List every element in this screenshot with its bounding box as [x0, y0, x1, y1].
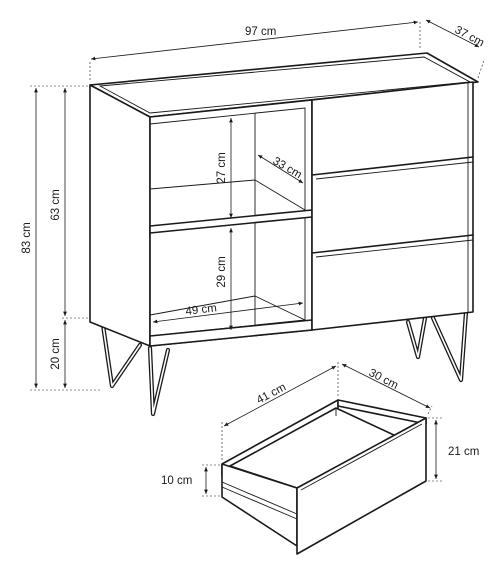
- dim-total-height: 83 cm: [21, 85, 100, 391]
- label-total-height: 83 cm: [21, 222, 33, 253]
- label-drawer-box-height: 10 cm: [161, 475, 192, 487]
- label-cabinet-depth: 37 cm: [453, 24, 486, 49]
- label-drawer-front-height: 21 cm: [448, 446, 479, 458]
- label-drawer-depth: 30 cm: [367, 367, 400, 392]
- cabinet-left-side: [89, 84, 151, 347]
- label-body-height: 63 cm: [50, 189, 62, 220]
- label-cabinet-width: 97 cm: [245, 26, 276, 38]
- dim-drawer-box-height: 10 cm: [161, 464, 220, 497]
- label-leg-height: 20 cm: [50, 338, 62, 369]
- label-drawer-width: 41 cm: [255, 381, 288, 406]
- dim-drawer-front-height: 21 cm: [428, 417, 479, 482]
- cabinet-legs: [100, 309, 469, 417]
- drawer-divider-2: [311, 234, 474, 254]
- label-inner-width: 49 cm: [185, 302, 218, 318]
- dim-cabinet-width: 97 cm: [89, 20, 421, 80]
- dim-leg-height: 20 cm: [50, 320, 67, 388]
- label-upper-shelf-height: 27 cm: [216, 152, 228, 183]
- drawer-front-panel: [311, 81, 474, 331]
- dim-upper-shelf-height: 27 cm: [216, 118, 233, 218]
- dim-inner-width: 49 cm: [152, 301, 304, 324]
- drawer-detail: [221, 399, 427, 555]
- drawer-divider-1: [311, 156, 474, 176]
- dim-body-height: 63 cm: [50, 88, 88, 319]
- sideboard-cabinet: [89, 52, 479, 417]
- drawer-front: [296, 417, 427, 555]
- label-lower-shelf-height: 29 cm: [216, 256, 228, 287]
